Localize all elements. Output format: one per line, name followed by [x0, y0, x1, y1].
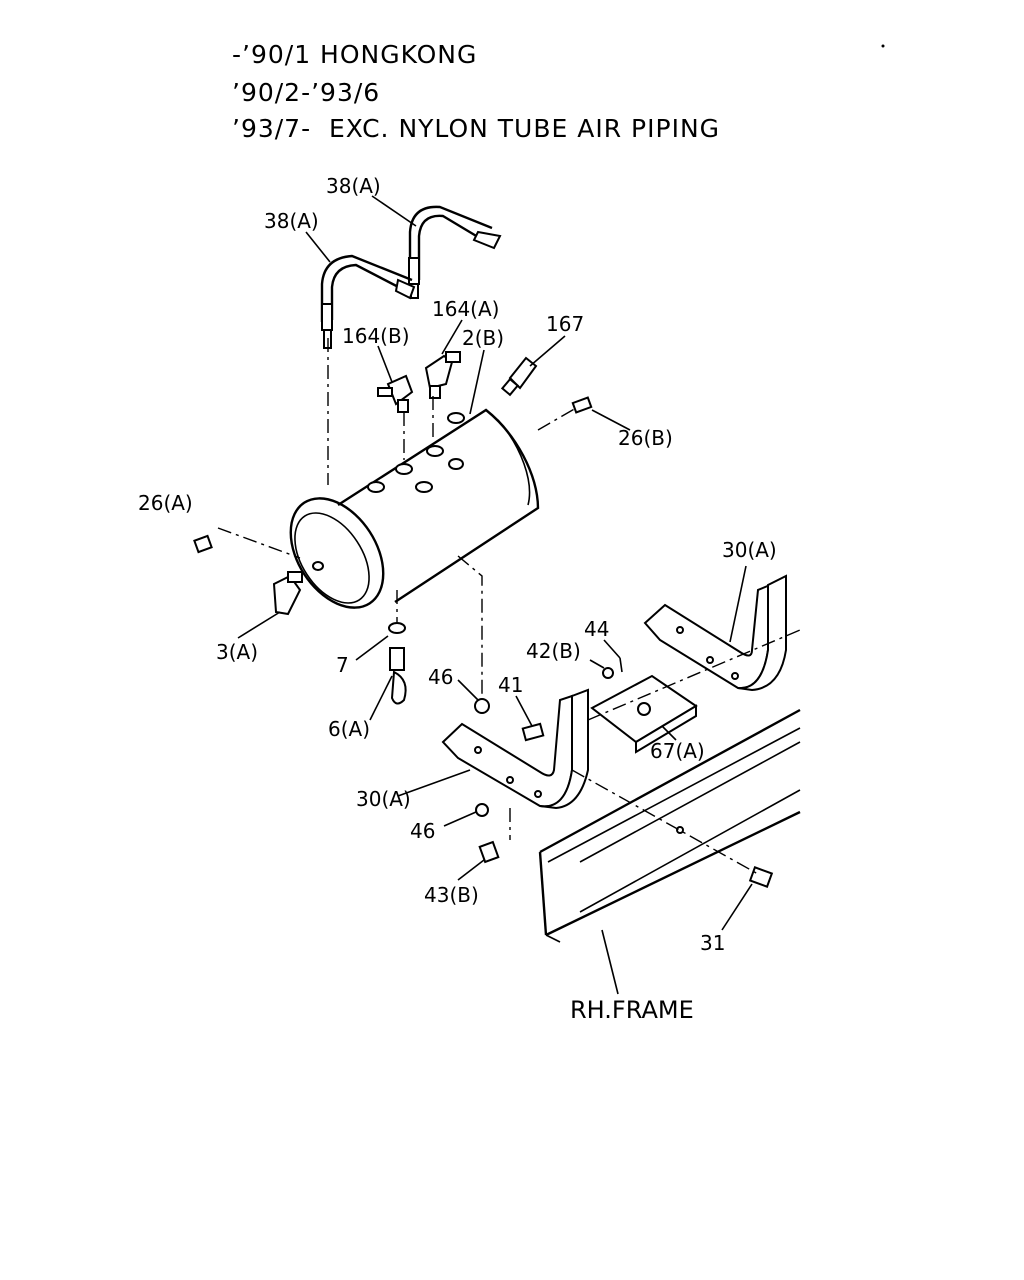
- elbow-164a: [424, 351, 461, 399]
- callout-30a-right: 30(A): [722, 538, 777, 562]
- rh-frame-rail: [538, 708, 801, 943]
- callout-164b: 164(B): [342, 324, 410, 348]
- callout-26a: 26(A): [138, 491, 193, 515]
- plug-26a: [193, 534, 213, 554]
- callout-44: 44: [584, 617, 609, 641]
- callout-167: 167: [546, 312, 584, 336]
- callout-42b: 42(B): [526, 639, 581, 663]
- callout-30a-left: 30(A): [356, 787, 411, 811]
- callout-6a: 6(A): [328, 717, 370, 741]
- callout-43b: 43(B): [424, 883, 479, 907]
- callout-46-top: 46: [428, 665, 453, 689]
- header-line-1: -’90/1 HONGKONG: [232, 40, 478, 69]
- air-tank: [289, 408, 540, 609]
- fitting-2b: [447, 412, 465, 424]
- bolt-41: [521, 722, 545, 742]
- callout-164a: 164(A): [432, 297, 499, 321]
- elbow-3a: [272, 571, 303, 616]
- callout-26b: 26(B): [618, 426, 673, 450]
- bracket-30a-left: [441, 688, 589, 810]
- washer-7: [388, 622, 406, 634]
- header-line-3: ’93/7- EXC. NYLON TUBE AIR PIPING: [232, 114, 721, 143]
- callout-41: 41: [498, 673, 523, 697]
- callout-38a-top: 38(A): [326, 174, 381, 198]
- bracket-30a-right: [643, 574, 787, 692]
- nut-46-bottom: [475, 803, 489, 817]
- assembly-lines: [217, 338, 801, 875]
- bolt-43b: [478, 840, 500, 864]
- washer-42b: [602, 657, 623, 679]
- header-line-2: ’90/2-’93/6: [232, 78, 381, 107]
- callout-2b: 2(B): [462, 326, 504, 350]
- nut-46-top: [474, 698, 490, 714]
- callout-67a: 67(A): [650, 739, 705, 763]
- speck-dot: [881, 44, 885, 48]
- valve-167: [500, 356, 538, 397]
- bolt-31: [748, 866, 774, 888]
- hose-38a: [408, 205, 502, 299]
- leader-lines: [237, 195, 753, 995]
- callout-3a: 3(A): [216, 640, 258, 664]
- plug-26b: [571, 396, 593, 414]
- callout-38a-left: 38(A): [264, 209, 319, 233]
- callout-31: 31: [700, 931, 725, 955]
- label-rh-frame: RH.FRAME: [570, 996, 694, 1024]
- drain-valve-6a: [389, 647, 407, 705]
- elbow-164b: [377, 374, 414, 413]
- callout-7: 7: [336, 653, 349, 677]
- callout-46-bottom: 46: [410, 819, 435, 843]
